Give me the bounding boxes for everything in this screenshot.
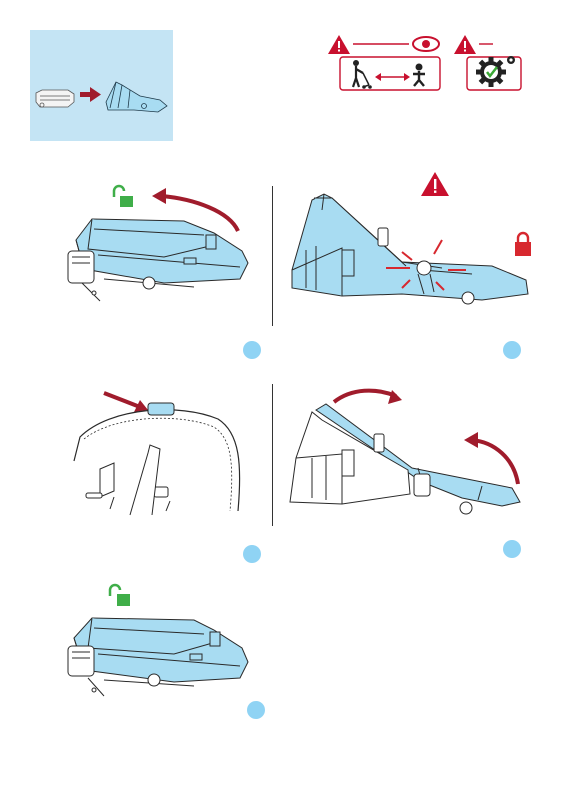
fold-arrow-right-icon (472, 440, 518, 484)
warning-triangle-icon (421, 172, 449, 196)
step-4-illustration (282, 378, 530, 518)
step-1-marker (243, 341, 261, 359)
column-divider-2 (272, 384, 273, 526)
step-2-illustration (282, 170, 538, 310)
warning-check-mechanism-gear-icon (453, 30, 525, 92)
fold-overview-panel (30, 30, 173, 141)
step-5-illustration (64, 582, 260, 706)
step-3-marker (243, 545, 261, 563)
open-product-icon (106, 82, 167, 112)
folded-product-icon (36, 90, 74, 107)
step-3-illustration (70, 385, 246, 517)
step-1-illustration (64, 183, 260, 303)
column-divider (272, 186, 273, 326)
press-arrow-icon (104, 393, 140, 407)
fold-arrow-left-icon (334, 391, 396, 402)
green-unlocked-padlock-icon (114, 186, 133, 207)
arrow-right-icon (80, 87, 101, 102)
warning-keep-child-away-icon (323, 30, 445, 92)
step-4-marker (503, 540, 521, 558)
step-2-marker (503, 341, 521, 359)
red-locked-padlock-icon (515, 233, 531, 256)
step-5-marker (247, 701, 265, 719)
green-unlocked-padlock-icon-2 (110, 585, 130, 606)
fold-overview-illustration (30, 30, 173, 141)
